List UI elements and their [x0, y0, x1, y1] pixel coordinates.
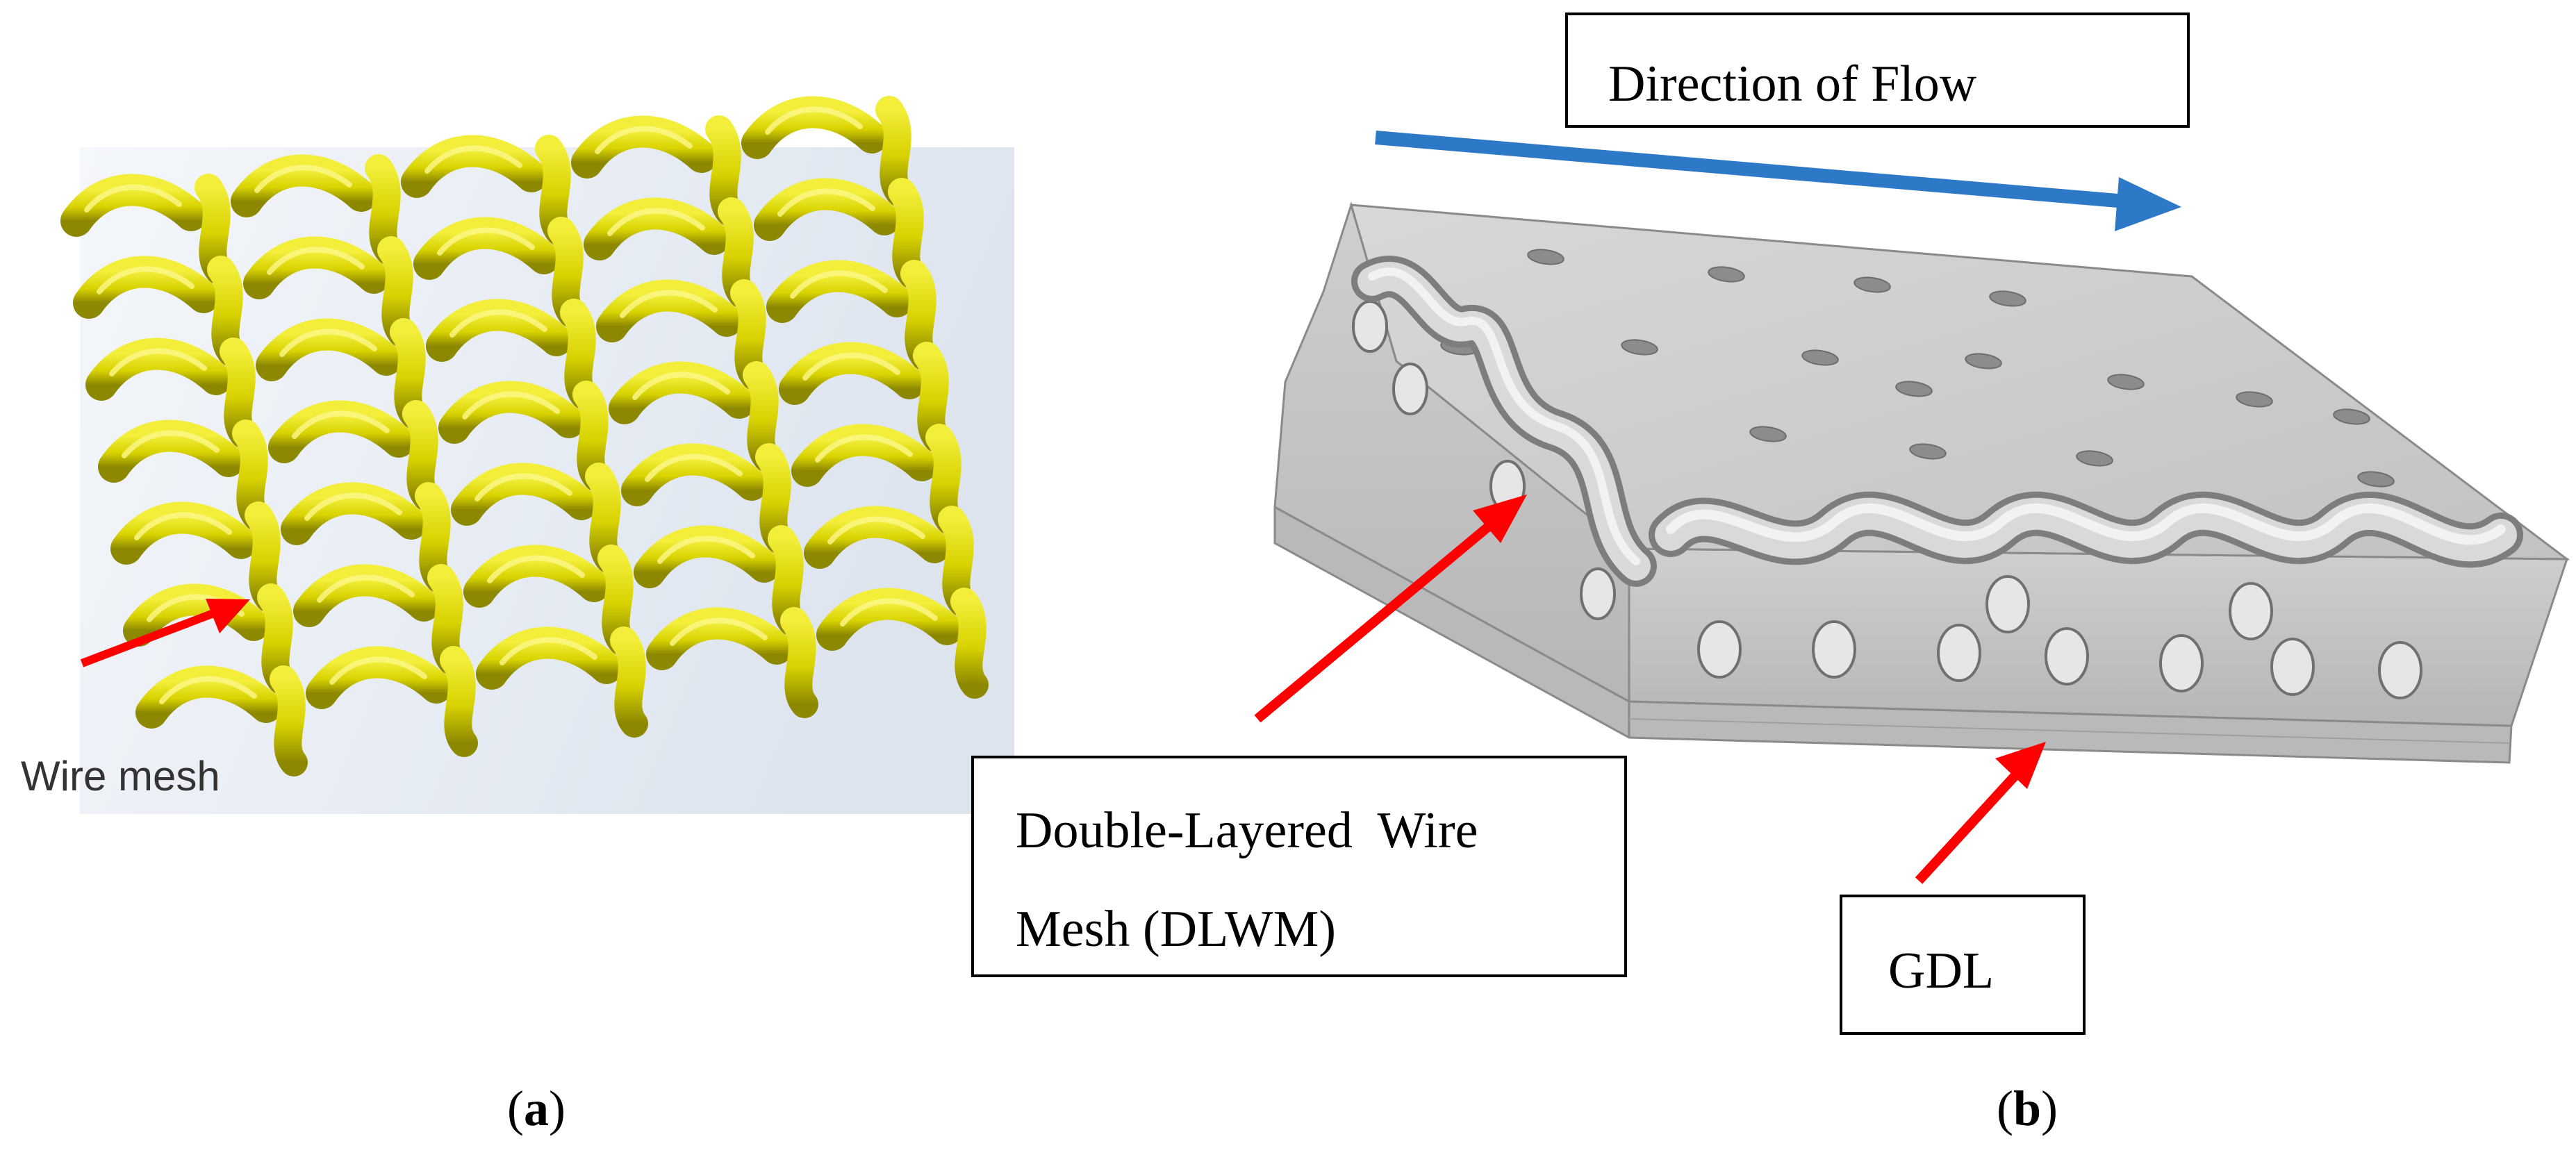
wire-highlight — [815, 434, 913, 463]
wire-highlight — [97, 266, 195, 294]
wire-highlight — [607, 208, 705, 236]
pore-hole — [1909, 443, 1947, 460]
dlwm-label-line1: Double-Layered Wire — [1016, 802, 1478, 859]
pore-hole — [1895, 381, 1933, 397]
plate-front-face — [1628, 547, 2569, 727]
pore-hole — [2378, 641, 2422, 699]
wire-highlight — [424, 145, 522, 174]
wire-mesh-arrow — [80, 599, 250, 667]
wire-highlight — [645, 454, 743, 482]
wire-highlight — [437, 227, 535, 256]
pore-hole — [1989, 290, 2026, 307]
pore-hole — [1985, 575, 2030, 633]
dlwm-arrow — [1254, 495, 1527, 723]
pore-hole — [1812, 620, 1856, 679]
wire-highlight — [159, 676, 257, 704]
dlwm-label-box: Double-Layered Wire Mesh (DLWM) — [971, 756, 1627, 977]
pore-hole — [1527, 249, 1564, 265]
wire-highlight — [487, 555, 585, 583]
wire-highlight — [670, 617, 768, 646]
pore-hole — [2357, 471, 2395, 488]
panel-b: Direction of Flow — [971, 13, 2570, 1136]
wire-highlight — [317, 574, 415, 603]
wire-mesh-label: Wire mesh — [21, 753, 220, 799]
pore-hole — [2159, 634, 2204, 692]
wire-highlight — [840, 598, 938, 626]
wire-highlight — [279, 329, 377, 357]
wire-segment — [780, 607, 818, 718]
wire-highlight — [449, 309, 547, 338]
wire-highlight — [109, 348, 207, 376]
pore-hole — [2236, 391, 2273, 408]
wire-highlight — [292, 410, 390, 439]
gdl-label: GDL — [1888, 942, 1994, 999]
wire-highlight — [632, 372, 730, 400]
wire-highlight — [777, 188, 875, 217]
wire-highlight — [499, 637, 597, 665]
wire-mesh-front — [1649, 491, 2523, 568]
pore-hole — [1392, 363, 1428, 415]
wire-highlight — [329, 656, 427, 685]
wire-highlight — [304, 492, 402, 521]
flow-label: Direction of Flow — [1608, 56, 1977, 113]
dlwm-label-line2: Mesh (DLWM) — [1016, 901, 1336, 958]
wire-segment — [270, 665, 308, 776]
wire-mesh-side — [1351, 256, 1657, 587]
pore-hole — [2333, 408, 2370, 425]
pore-hole — [1708, 266, 1745, 283]
pore-hole — [2045, 627, 2089, 685]
wire-mesh-render — [60, 96, 989, 776]
caption-b: (b) — [1997, 1081, 2058, 1136]
pore-hole — [2229, 582, 2273, 640]
wire-segment — [440, 646, 478, 757]
pore-hole — [2270, 638, 2315, 696]
pore-hole — [1749, 426, 1787, 442]
pore-hole — [1621, 339, 1658, 356]
pore-hole — [1853, 276, 1891, 293]
wire-highlight — [134, 512, 232, 540]
wire-highlight — [267, 247, 365, 275]
wire-highlight — [84, 184, 182, 213]
pore-hole — [2076, 450, 2113, 467]
pore-hole — [1937, 624, 1981, 682]
pore-hole — [1801, 349, 1839, 366]
gdl-arrow — [1915, 742, 2046, 884]
panel-a: Wire mesh (a) — [21, 96, 1014, 1136]
wire-highlight — [802, 352, 900, 381]
wire-highlight — [765, 106, 863, 135]
wire-highlight — [620, 290, 718, 318]
wire-segment — [950, 588, 989, 699]
pore-hole — [1697, 620, 1742, 679]
caption-a: (a) — [507, 1081, 565, 1136]
wire-segment — [610, 626, 648, 738]
pore-hole — [1352, 300, 1388, 353]
flow-arrow — [1375, 131, 2181, 231]
gdl-label-box: GDL — [1840, 895, 2086, 1035]
wire-highlight — [462, 391, 560, 419]
wire-highlight — [595, 126, 693, 154]
pore-hole — [1580, 567, 1616, 620]
wire-highlight — [254, 165, 352, 193]
wire-highlight — [122, 430, 220, 458]
wire-highlight — [790, 270, 888, 299]
wire-highlight — [827, 516, 925, 545]
wire-highlight — [474, 473, 572, 501]
wire-highlight — [657, 535, 755, 564]
pore-hole — [1965, 353, 2002, 369]
pore-hole — [2107, 374, 2145, 390]
flow-label-box: Direction of Flow — [1565, 13, 2190, 128]
